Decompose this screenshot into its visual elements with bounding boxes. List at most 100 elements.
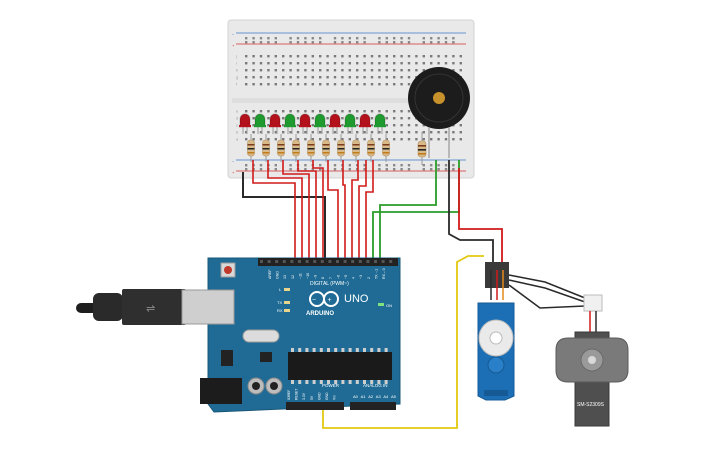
chip-pin xyxy=(348,380,352,384)
digital-pin-socket[interactable] xyxy=(351,260,355,263)
breadboard-hole xyxy=(385,55,388,58)
led-green[interactable] xyxy=(344,113,356,127)
chip-pin xyxy=(291,380,294,384)
digital-pin-socket[interactable] xyxy=(328,260,332,263)
breadboard-hole xyxy=(378,76,381,79)
wire-red-pin7[interactable] xyxy=(342,160,346,262)
digital-pin-socket[interactable] xyxy=(313,260,317,263)
digital-pin-socket[interactable] xyxy=(267,260,271,263)
wire-black-servo-gnd[interactable] xyxy=(448,160,494,272)
led-red[interactable] xyxy=(239,113,251,127)
servo-micro-blue[interactable] xyxy=(477,262,515,401)
breadboard-hole xyxy=(370,62,374,65)
led-red[interactable] xyxy=(359,113,371,127)
breadboard-hole xyxy=(385,117,388,120)
wire-red-pin11[interactable] xyxy=(282,160,310,262)
breadboard-hole xyxy=(304,110,307,113)
buzzer-ring xyxy=(414,73,464,123)
buzzer-resistor[interactable] xyxy=(417,132,427,165)
wire-red-pin9[interactable] xyxy=(312,160,324,262)
breadboard-hole xyxy=(422,62,425,65)
wire-green-buzzer[interactable] xyxy=(379,160,437,262)
digital-pin-socket[interactable] xyxy=(381,260,385,263)
chip-pin xyxy=(298,348,302,352)
led-red[interactable] xyxy=(299,113,311,127)
breadboard-hole xyxy=(370,83,374,86)
breadboard-hole xyxy=(348,69,351,72)
digital-pin-socket[interactable] xyxy=(260,260,263,263)
breadboard-center-channel xyxy=(232,98,470,103)
digital-pin-socket[interactable] xyxy=(275,260,279,263)
breadboard-hole xyxy=(400,110,403,113)
wire-red-pin13[interactable] xyxy=(252,160,296,262)
wire-red-pin10[interactable] xyxy=(297,160,317,262)
digital-pin-socket[interactable] xyxy=(320,260,324,263)
breadboard-hole xyxy=(296,110,300,113)
digital-pin-socket[interactable] xyxy=(374,260,377,263)
breadboard-hole xyxy=(459,138,462,141)
servo1-gear-dome xyxy=(487,356,505,374)
digital-pin-socket[interactable] xyxy=(282,260,286,263)
rail-hole xyxy=(422,37,425,40)
breadboard-hole xyxy=(400,117,403,120)
breadboard-hole xyxy=(400,124,403,127)
wire-red-pin12[interactable] xyxy=(267,160,303,262)
servo-sm-s2309s[interactable]: SM-S2309S xyxy=(555,294,629,427)
breadboard-hole xyxy=(393,124,396,127)
digital-pin-socket[interactable] xyxy=(336,260,339,263)
wire-black-servo2-b[interactable] xyxy=(508,279,586,303)
wire-black-servo2-a[interactable] xyxy=(508,274,586,299)
rail-hole xyxy=(304,37,307,40)
digital-pin-socket[interactable] xyxy=(358,260,362,263)
led-green[interactable] xyxy=(374,113,386,127)
atmega-chip-pins xyxy=(291,348,388,384)
power-pin-label: 5V xyxy=(310,395,314,400)
wire-yellow-servo-signal[interactable] xyxy=(322,255,484,429)
digital-pin-socket[interactable] xyxy=(366,260,370,263)
wire-red-pin6[interactable] xyxy=(351,160,359,262)
breadboard-hole xyxy=(296,131,300,134)
breadboard-hole xyxy=(267,138,270,141)
breadboard-hole xyxy=(385,62,388,65)
logo-plus: + xyxy=(328,297,332,304)
breadboard-hole xyxy=(444,55,448,58)
on-led xyxy=(378,303,384,306)
analog-pin-label: A4 xyxy=(383,394,389,399)
led-green[interactable] xyxy=(284,113,296,127)
breadboard-hole xyxy=(282,124,285,127)
breadboard-hole xyxy=(370,76,374,79)
analog-pin-label: A0 xyxy=(353,394,359,399)
wire-red-pin8[interactable] xyxy=(327,160,339,262)
rail-hole xyxy=(422,168,425,171)
rail-hole xyxy=(393,41,396,44)
digital-pin-socket[interactable] xyxy=(389,260,393,263)
breadboard-hole xyxy=(289,138,292,141)
wire-red-pin4[interactable] xyxy=(365,160,374,262)
resistor-band xyxy=(307,148,315,150)
led-green[interactable] xyxy=(314,113,326,127)
digital-pin-socket[interactable] xyxy=(343,260,347,263)
wire-red-pin5[interactable] xyxy=(358,160,367,262)
rail-hole xyxy=(407,41,411,44)
led-red[interactable] xyxy=(329,113,341,127)
rail-hole xyxy=(422,164,425,167)
piezo-buzzer[interactable] xyxy=(408,67,470,158)
led-red[interactable] xyxy=(269,113,281,127)
breadboard-hole xyxy=(356,124,359,127)
breadboard-hole xyxy=(341,83,344,86)
digital-pin-socket[interactable] xyxy=(305,260,309,263)
digital-pin-socket[interactable] xyxy=(290,260,294,263)
small-chip xyxy=(260,352,272,362)
wire-red-servo-5v[interactable] xyxy=(458,168,503,272)
digital-pin-socket[interactable] xyxy=(298,260,301,263)
analog-pin-label: A3 xyxy=(376,394,382,399)
breadboard-hole xyxy=(393,110,396,113)
rail-hole xyxy=(437,41,440,44)
rail-hole xyxy=(259,41,263,44)
led-green[interactable] xyxy=(254,113,266,127)
rail-hole xyxy=(356,41,359,44)
wire-black-servo2-c[interactable] xyxy=(508,284,586,309)
breadboard-hole xyxy=(319,55,322,58)
